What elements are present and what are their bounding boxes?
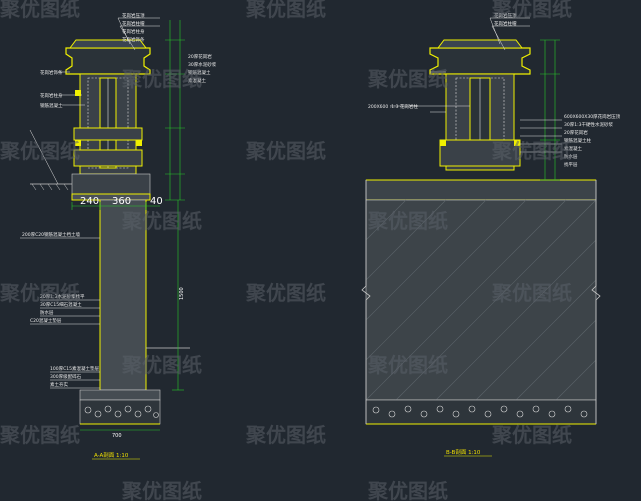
a-label-right-4: 素混凝土 (188, 77, 206, 84)
watermark-14: 聚优图纸 (121, 353, 202, 377)
b-label-right-6: 防水层 (564, 153, 578, 160)
a-label-left-1: 花岗岩饰条 (40, 69, 63, 76)
watermark-5: 聚优图纸 (367, 67, 448, 91)
a-title: A-A剖面 1:10 (94, 451, 129, 459)
a-label-lower-4: C20混凝土垫层 (30, 317, 62, 324)
a-label-lower-2: 30厚C15细石混凝土 (40, 301, 82, 308)
a-label-bottom-2: 300厚级配碎石 (50, 373, 82, 380)
b-label-right-2: 30厚1:3干硬性水泥砂浆 (564, 121, 613, 128)
a-label-right-2: 30厚水泥砂浆 (188, 61, 217, 68)
watermark-4: 聚优图纸 (121, 67, 202, 91)
watermark-15: 聚优图纸 (367, 353, 448, 377)
a-dim-240: 240 (80, 196, 99, 207)
watermark-13: 聚优图纸 (491, 281, 572, 305)
a-label-lower-1: 20厚1:3水泥砂浆找平 (40, 293, 85, 300)
watermark-10: 聚优图纸 (367, 209, 448, 233)
watermark-16: 聚优图纸 (0, 423, 80, 447)
a-label-right-3: 钢筋混凝土 (188, 69, 211, 76)
a-label-bottom-1: 100厚C15素混凝土垫层 (50, 365, 99, 372)
a-dim-1500: 1500 (179, 287, 185, 300)
a-label-top-1: 花岗岩压顶 (122, 12, 145, 19)
a-label-left-3: 钢筋混凝土 (40, 102, 63, 109)
watermark-19: 聚优图纸 (121, 479, 202, 501)
a-label-right-1: 20厚花岗岩 (188, 53, 212, 60)
watermark-18: 聚优图纸 (491, 423, 572, 447)
watermark-12: 聚优图纸 (245, 281, 326, 305)
watermark-11: 聚优图纸 (0, 281, 80, 305)
section-b-drawing (361, 17, 601, 425)
a-label-left-2: 花岗岩柱身 (40, 92, 63, 99)
a-dim-40: 40 (150, 196, 163, 207)
b-label-right-3: 20厚花岗岩 (564, 129, 588, 136)
watermark-6: 聚优图纸 (0, 139, 80, 163)
watermark-3: 聚优图纸 (491, 0, 572, 21)
watermark-7: 聚优图纸 (245, 139, 326, 163)
b-title: B-B剖面 1:10 (446, 448, 481, 456)
watermark-8: 聚优图纸 (491, 139, 572, 163)
a-dim-360: 360 (112, 196, 131, 207)
b-label-top-2: 花岗岩柱帽 (494, 20, 517, 27)
a-label-wall: 200厚C20钢筋混凝土挡土墙 (22, 231, 80, 238)
b-label-top-1: 花岗岩压顶 (494, 12, 517, 19)
watermark-layer: 聚优图纸 聚优图纸 聚优图纸 聚优图纸 聚优图纸 聚优图纸 聚优图纸 聚优图纸 … (0, 0, 572, 501)
a-label-top-4: 花岗岩饰条 (122, 36, 145, 43)
watermark-1: 聚优图纸 (0, 0, 80, 21)
b-label-right-7: 找平层 (564, 161, 578, 168)
watermark-20: 聚优图纸 (367, 479, 448, 501)
watermark-17: 聚优图纸 (245, 423, 326, 447)
watermark-2: 聚优图纸 (245, 0, 326, 21)
b-label-right-5: 素混凝土 (564, 145, 582, 152)
section-a-drawing (20, 17, 190, 431)
b-label-right-4: 钢筋混凝土柱 (564, 137, 591, 144)
b-label-right-1: 600X600X30厚花岗岩压顶 (564, 113, 621, 120)
a-label-top-2: 花岗岩柱帽 (122, 20, 145, 27)
b-label-left: 200X600 :1:3 花岗岩柱 (368, 103, 418, 110)
a-label-lower-3: 防水层 (40, 309, 54, 316)
a-dim-700: 700 (112, 433, 122, 439)
a-label-bottom-3: 素土夯实 (50, 381, 68, 388)
watermark-9: 聚优图纸 (121, 209, 202, 233)
a-label-top-3: 花岗岩柱身 (122, 28, 145, 35)
